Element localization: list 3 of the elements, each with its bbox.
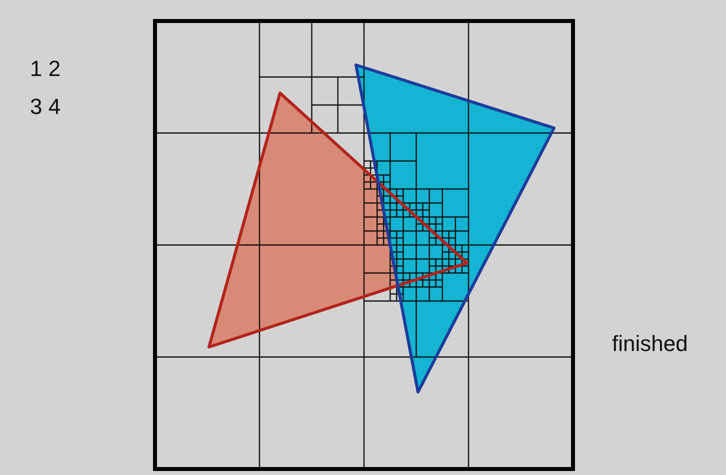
caption-text: finished — [612, 333, 688, 355]
caption-text: 1 2 — [30, 58, 61, 80]
caption-text: 3 4 — [30, 96, 61, 118]
